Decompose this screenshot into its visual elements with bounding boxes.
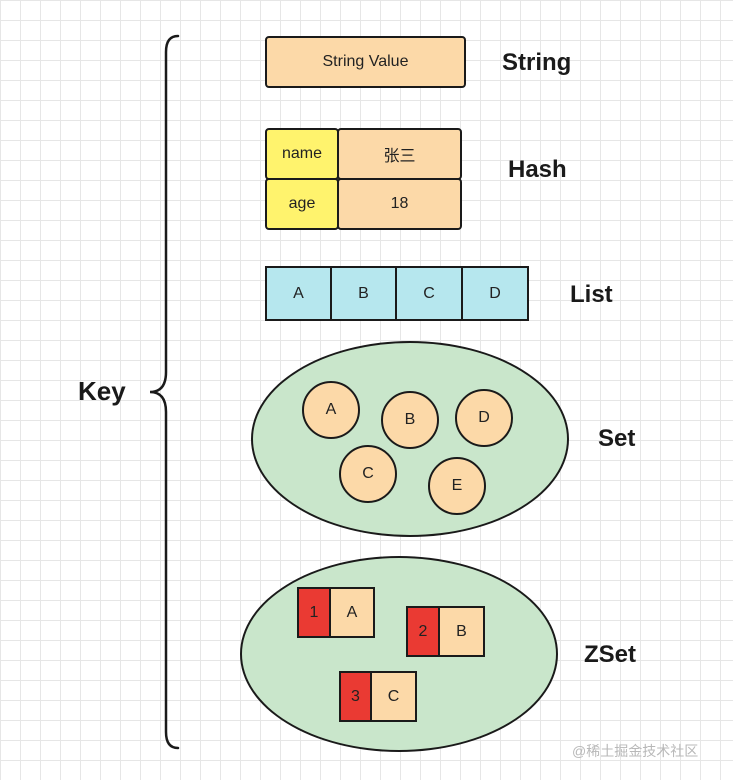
set-member: C [339, 445, 397, 503]
hash-field-name: name [265, 128, 339, 180]
key-brace [149, 34, 180, 750]
zset-score: 2 [406, 606, 440, 657]
hash-value-age: 18 [337, 178, 462, 230]
key-label: Key [78, 376, 126, 406]
zset-member: C [370, 671, 417, 722]
hash-field-age: age [265, 178, 339, 230]
zset-member: B [438, 606, 485, 657]
set-member: B [381, 391, 439, 449]
zset-type-label: ZSet [584, 641, 637, 668]
set-member: E [428, 457, 486, 515]
zset-ellipse [240, 556, 558, 752]
string-value-box: String Value [265, 36, 466, 88]
hash-value-name: 张三 [337, 128, 462, 180]
set-type-label: Set [598, 425, 636, 452]
list-item: B [330, 266, 397, 321]
zset-score: 1 [297, 587, 331, 638]
zset-score: 3 [339, 671, 372, 722]
watermark: @稀土掘金技术社区 [572, 743, 699, 759]
list-item: C [395, 266, 463, 321]
set-member: A [302, 381, 360, 439]
string-type-label: String [502, 49, 572, 76]
hash-type-label: Hash [508, 156, 567, 183]
set-member: D [455, 389, 513, 447]
list-type-label: List [570, 281, 613, 308]
list-item: A [265, 266, 332, 321]
list-item: D [461, 266, 529, 321]
zset-member: A [329, 587, 375, 638]
